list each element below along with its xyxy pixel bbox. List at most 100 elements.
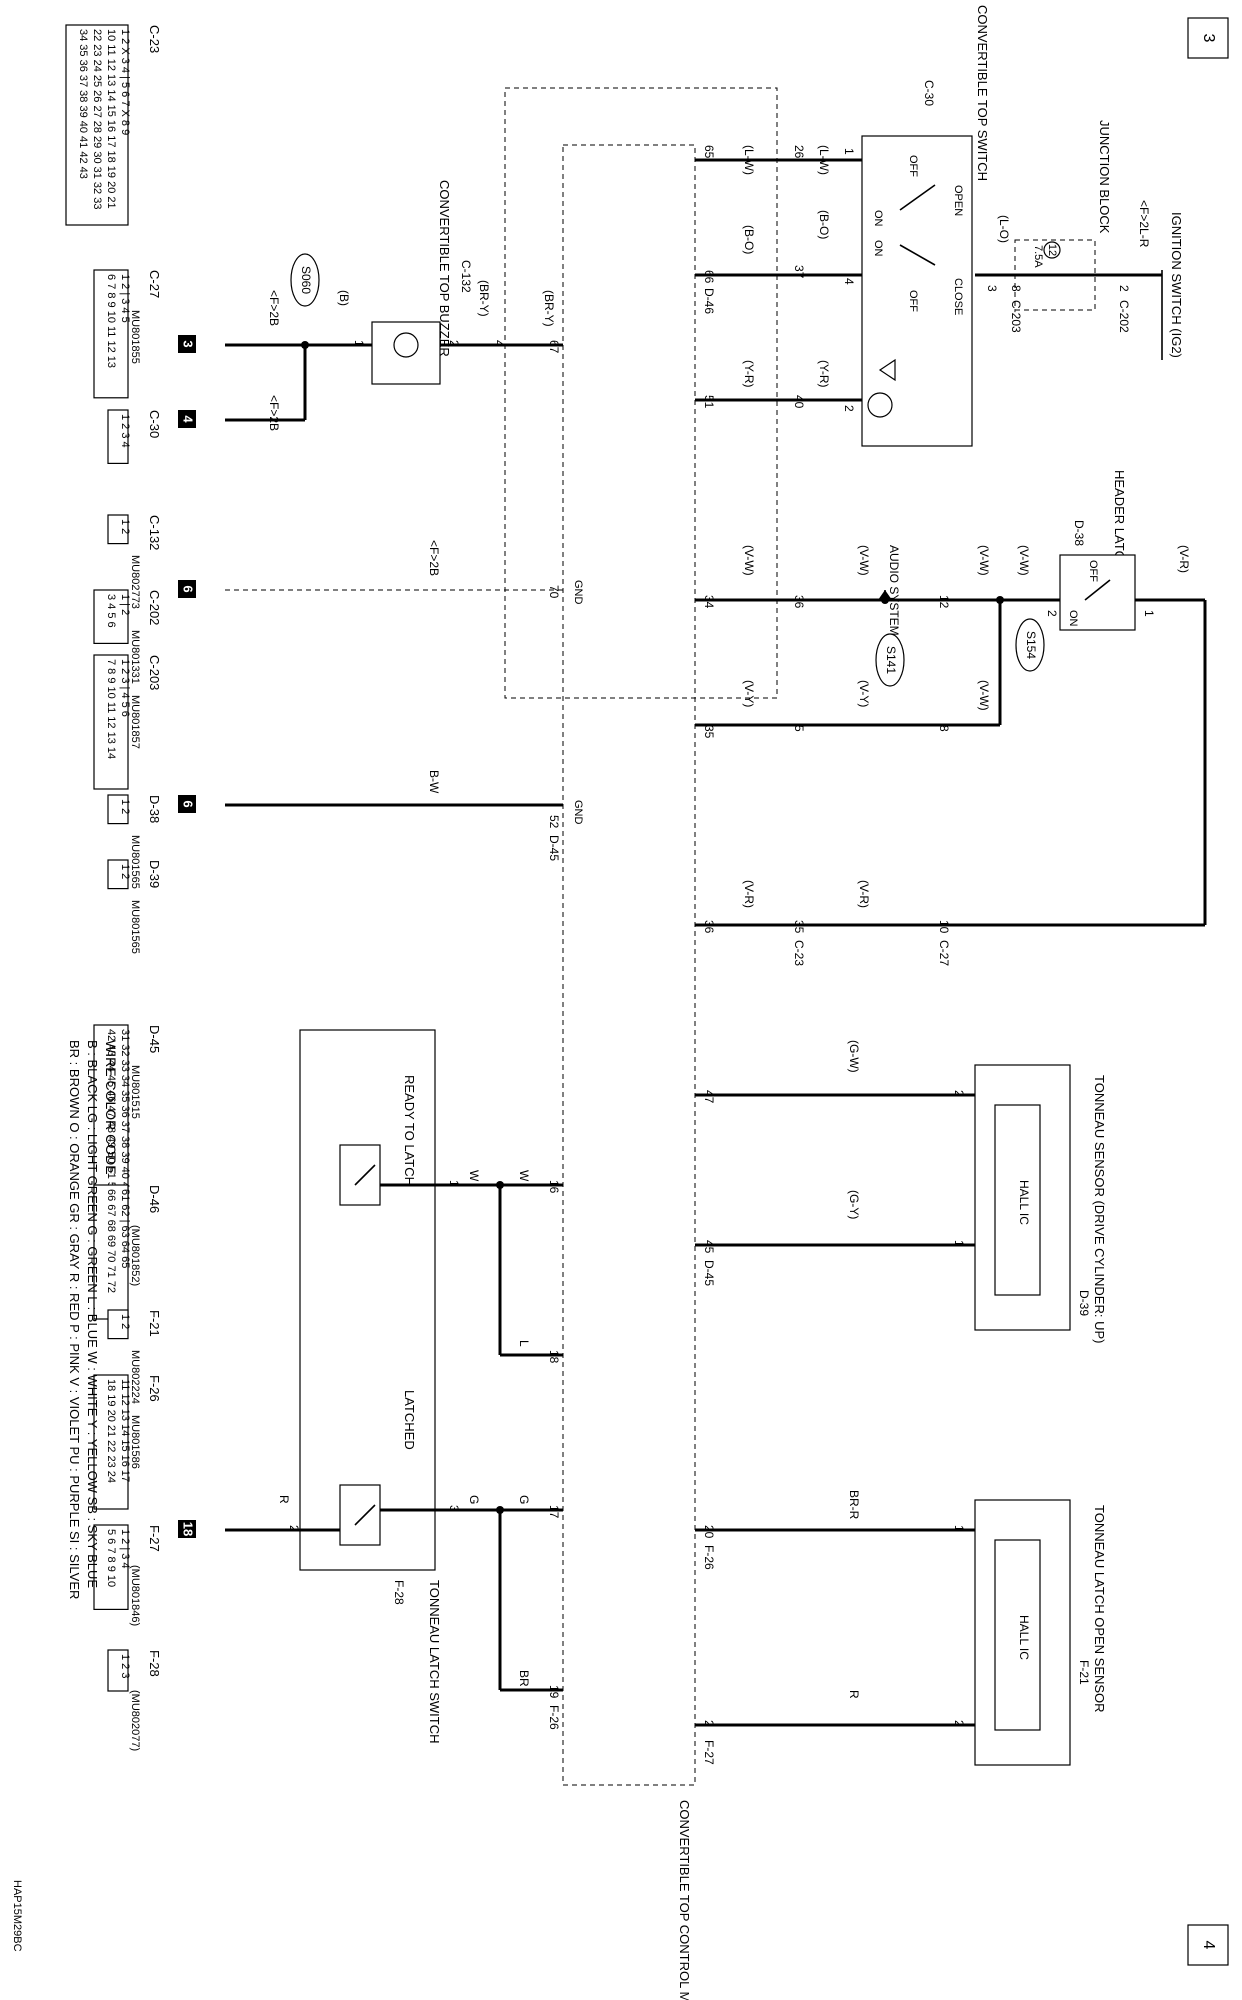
- wire-y-r-label-2: (Y-R): [742, 360, 756, 388]
- pin-65: 65: [702, 145, 716, 159]
- wire-v-w-label-4: (V-W): [857, 545, 871, 576]
- tag-d45-2: D-45: [702, 1260, 716, 1286]
- wire-f2b-label-3: <F>2B: [427, 540, 441, 576]
- tonneau-sensor-conn: D-39: [1077, 1290, 1091, 1316]
- buzzer-conn: C-132: [459, 260, 473, 293]
- connector-face: [93, 1524, 129, 1611]
- connector-part-number: MU801857: [129, 695, 141, 749]
- ready-switch-contact: [354, 1164, 376, 1186]
- wire-l-label: L: [517, 1340, 531, 1347]
- pin-34: 34: [702, 595, 716, 609]
- ready-to-latch-label: READY TO LATCH: [402, 1075, 417, 1186]
- legend-title: WIRE COLOR CODE: [103, 1040, 119, 1175]
- junction-block-label: JUNCTION BLOCK: [1097, 120, 1112, 234]
- connector-pin-row: 1 2 3: [119, 1654, 131, 1678]
- wire-b-o-label: (B-O): [817, 210, 831, 239]
- wire-g-label-2: G: [467, 1495, 481, 1504]
- connector-id: D-39: [147, 860, 162, 888]
- latched-switch-contact: [354, 1504, 376, 1526]
- wire-f2b-label-2: <F>2B: [267, 395, 281, 431]
- ground-ref-badge-4: [178, 795, 196, 813]
- splice-s154-badge: [1015, 618, 1045, 672]
- pin-8: 8: [937, 725, 951, 732]
- pin-35b: 35: [792, 920, 806, 934]
- connector-id: C-23: [147, 25, 162, 53]
- wire-f2l-r-label: <F>2L-R: [1137, 200, 1151, 248]
- connector-face: [107, 1649, 129, 1692]
- header-off-label: OFF: [1087, 560, 1099, 582]
- control-module-outline: [562, 144, 696, 1786]
- connector-id: C-202: [147, 590, 162, 625]
- splice-s154: S154: [1024, 631, 1038, 659]
- latch-open-sensor-label: TONNEAU LATCH OPEN SENSOR: [1092, 1505, 1107, 1713]
- connector-pin-row: 31 32 33 34 35 36 37 38 39 40 41: [119, 1029, 131, 1194]
- switch-contact-open: [899, 184, 936, 211]
- connector-id: C-27: [147, 270, 162, 298]
- connector-pin-row: 1 2 3 4: [119, 414, 131, 448]
- wire-br-y-label: (BR-Y): [542, 290, 556, 327]
- latched-label: LATCHED: [402, 1390, 417, 1450]
- wire-g-y-label: (G-Y): [847, 1190, 861, 1219]
- wire-g-w-label: (G-W): [847, 1040, 861, 1073]
- pin-37: 37: [792, 265, 806, 279]
- wire-w-label: W: [517, 1170, 531, 1182]
- connector-pin-row: 1 2 | 3 4: [119, 1529, 131, 1569]
- connector-part-number: MU801565: [129, 835, 141, 889]
- connector-id: C-203: [147, 655, 162, 690]
- wire-v-r-label: (V-R): [1177, 545, 1191, 573]
- pin-lo2: 2: [952, 1720, 966, 1727]
- connector-part-number: MU801855: [129, 310, 141, 364]
- ground-ref-badge-3: [178, 580, 196, 598]
- connector-face: [107, 514, 129, 545]
- ready-switch-box: [339, 1144, 381, 1206]
- connector-face: [93, 1374, 129, 1510]
- wire-br-r-label: BR-R: [847, 1490, 861, 1520]
- control-module-label: CONVERTIBLE TOP CONTROL MODULE: [677, 1800, 692, 2000]
- wire-l-o-label: (L-O): [997, 215, 1011, 243]
- switch-open-label: OPEN: [952, 185, 964, 216]
- connector-pin-row: 1 2 | 3 4 5: [119, 274, 131, 323]
- wire-y-r-label: (Y-R): [817, 360, 831, 388]
- switch-off-label-2: OFF: [907, 290, 919, 312]
- fuse-number: 12: [1046, 244, 1058, 256]
- connector-part-number: MU801331: [129, 630, 141, 684]
- tag-d46: D-46: [702, 288, 716, 314]
- switch-on-label-2: ON: [872, 240, 884, 257]
- switch-contact-close: [899, 244, 936, 266]
- pin-70: 70: [547, 585, 561, 599]
- connector-view-f-27: F-27(MU801846)1 2 | 3 45 6 7 8 9 10: [93, 1524, 162, 1626]
- gnd-label-1: GND: [572, 580, 584, 605]
- page-number-4: 4: [1200, 1941, 1217, 1950]
- gnd-label-2: GND: [572, 800, 584, 825]
- connector-face: [107, 859, 129, 890]
- tonneau-sensor-label: TONNEAU SENSOR (DRIVE CYLINDER: UP): [1092, 1075, 1107, 1343]
- pin-hl-1: 1: [1142, 610, 1156, 617]
- tag-f26-2: F-26: [547, 1705, 561, 1730]
- connector-pin-row: 1 2: [119, 864, 131, 879]
- tag-c203: C-203: [1009, 300, 1023, 333]
- wire-r-label-top: R: [847, 1690, 861, 1699]
- pin-17: 17: [547, 1505, 561, 1519]
- connector-id: D-46: [147, 1185, 162, 1213]
- connector-pin-row: 1 2: [119, 799, 131, 814]
- pin-26: 26: [792, 145, 806, 159]
- header-latch-switch-body: [1059, 554, 1136, 631]
- connector-pin-row: 34 35 36 37 38 39 40 41 42 43: [77, 29, 89, 179]
- connector-pin-row: 42 43 44 45 46 47 48 49 50 51 52: [105, 1029, 117, 1194]
- pin-52: 52: [547, 815, 561, 829]
- connector-id: F-26: [147, 1375, 162, 1402]
- connector-part-number: (MU801852): [129, 1225, 141, 1286]
- indicator-diode-icon: [878, 358, 896, 382]
- tag-f26: F-26: [702, 1545, 716, 1570]
- connector-pin-row: 1 | 2: [119, 594, 131, 615]
- wire-v-y-label: (V-Y): [857, 680, 871, 707]
- buzzer-wire-outline: [504, 87, 778, 699]
- connector-pin-row: 1 2 X 3 4 | 5 6 7 X 8 9: [119, 29, 131, 135]
- fuse-number-badge: [1043, 241, 1061, 259]
- latch-open-hall-ic: [994, 1539, 1041, 1731]
